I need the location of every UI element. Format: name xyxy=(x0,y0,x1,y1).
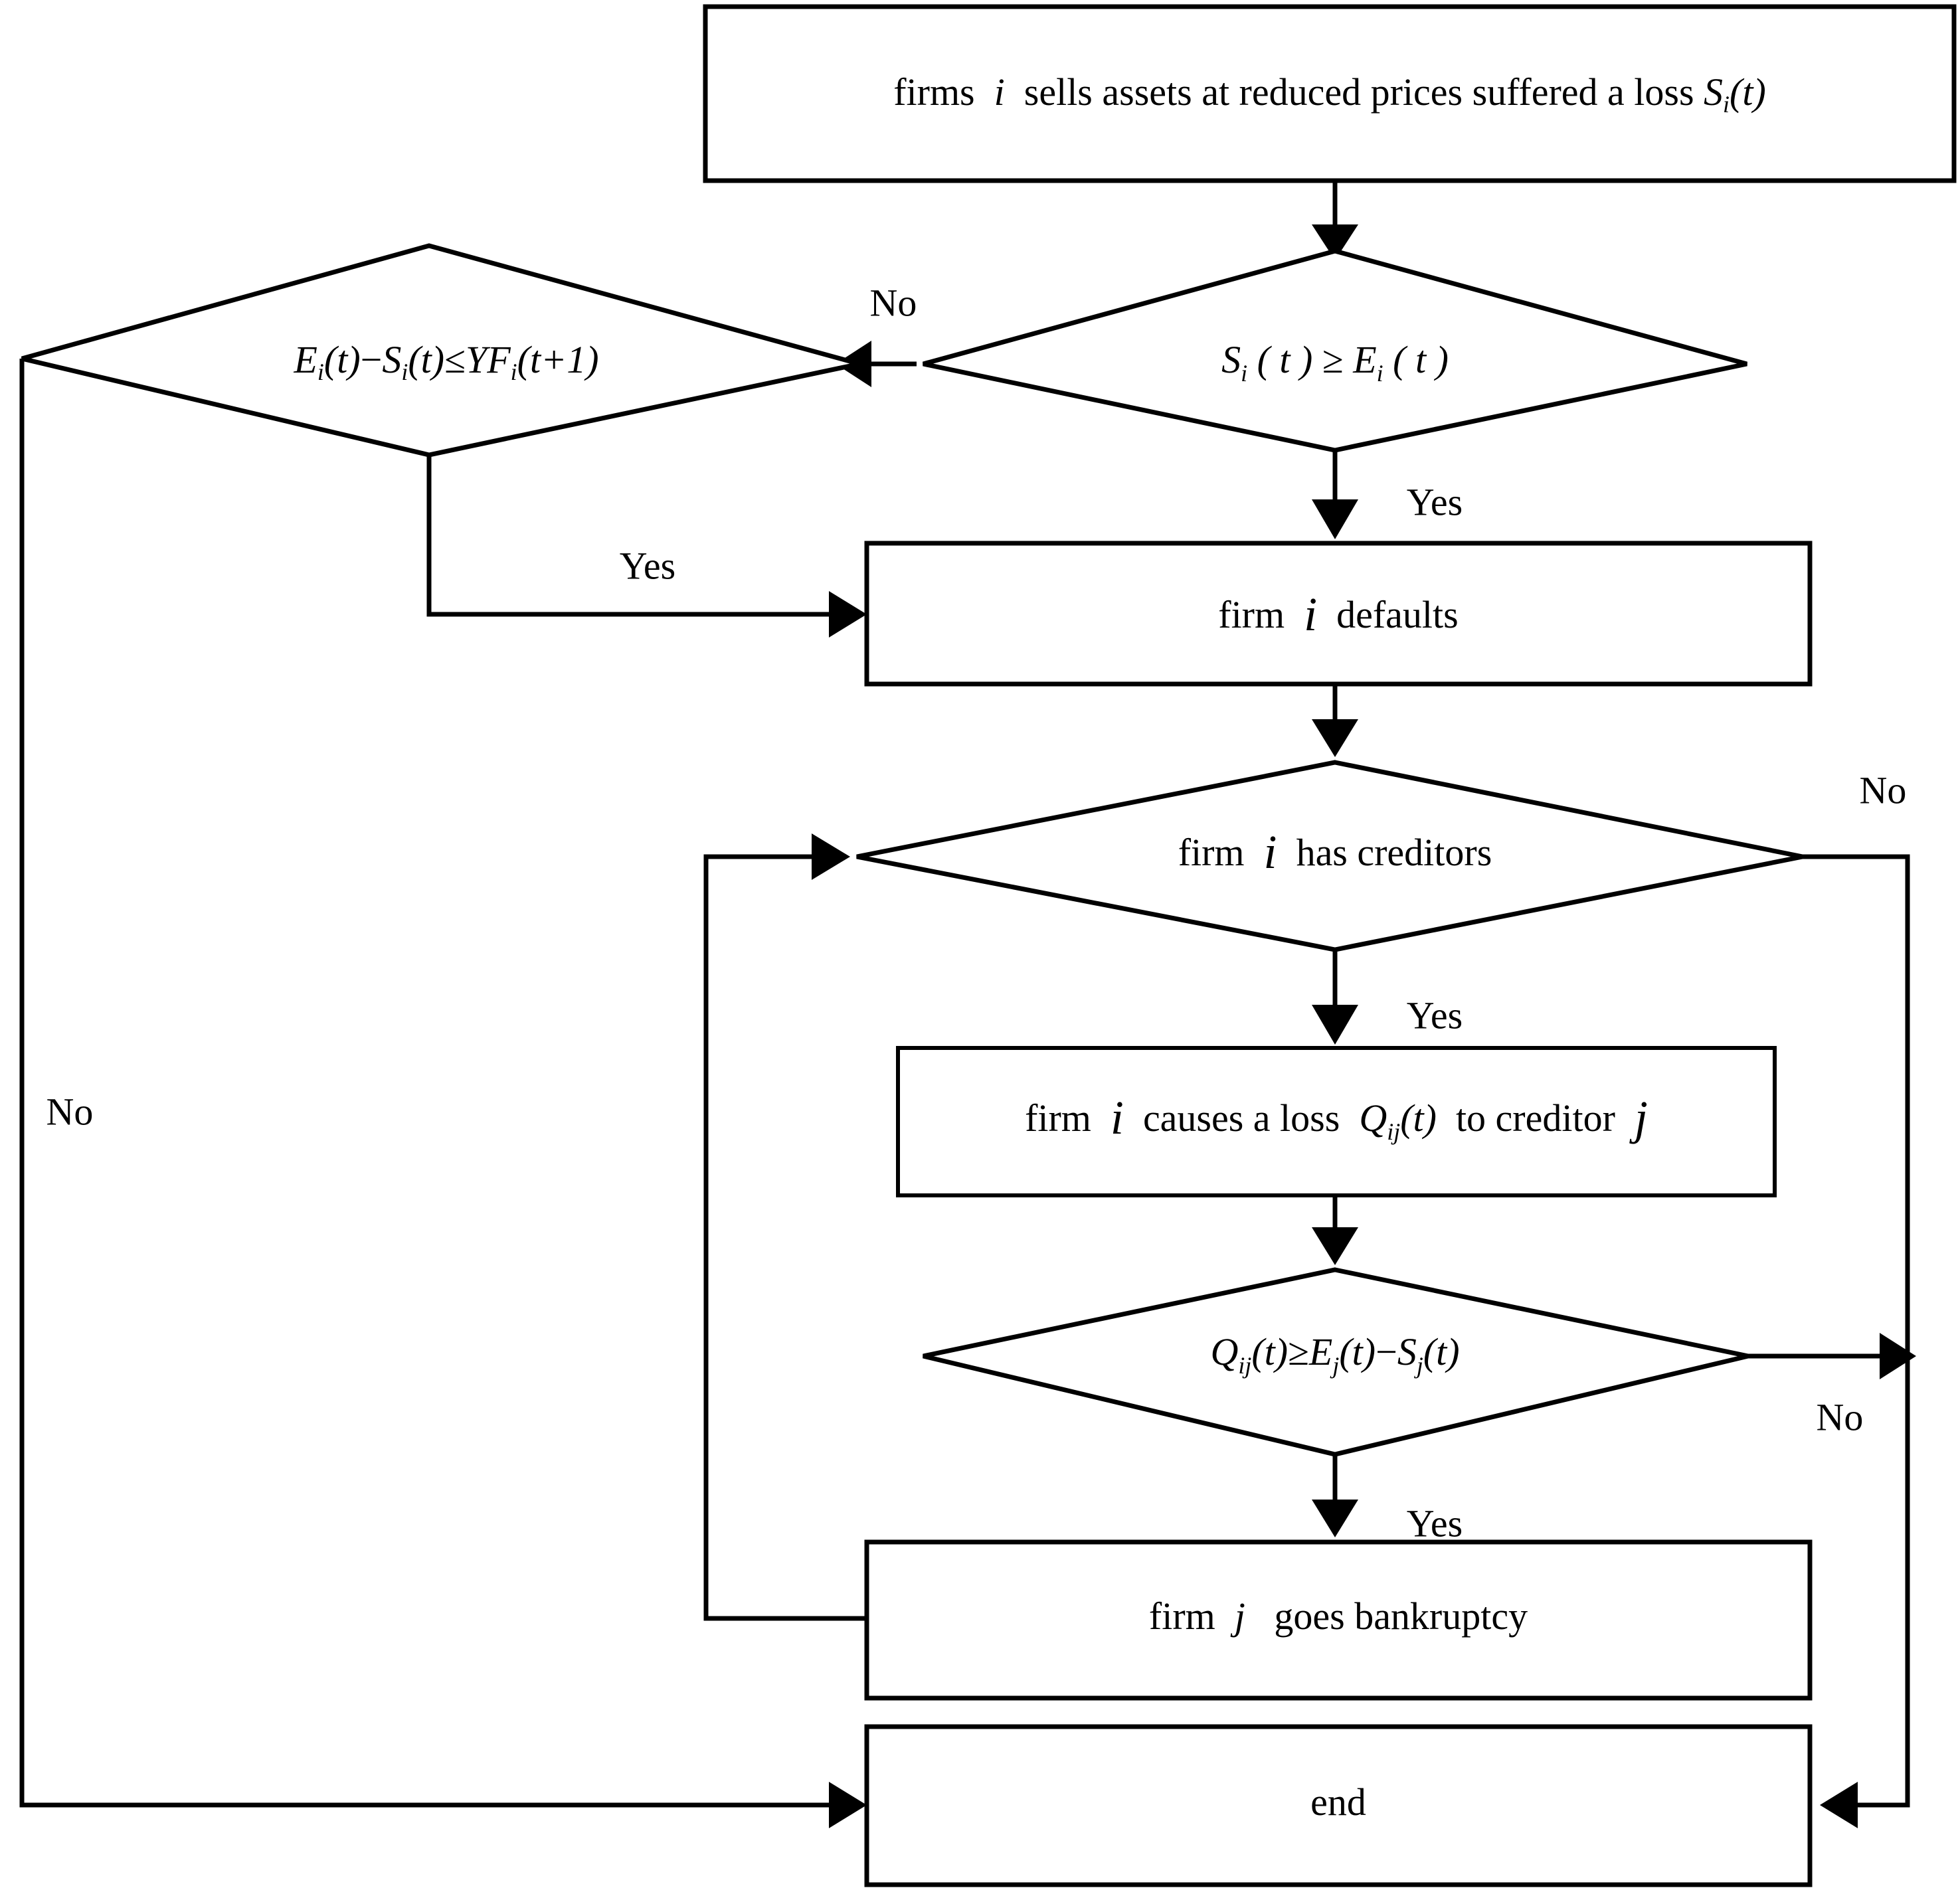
edge-firmjbankrupt-loop-to-hascreditors xyxy=(703,833,867,1621)
edge-equitycheck-yes-to-firmdefaults xyxy=(426,455,867,638)
node-end-label: end xyxy=(1310,1780,1366,1824)
edge-label-has-creditors-yes: Yes xyxy=(1407,993,1463,1037)
edge-label-creditor-check-yes: Yes xyxy=(1407,1502,1463,1545)
node-creditor-check-label: Qij(t)≥Ej(t)−Sj(t) xyxy=(1210,1330,1459,1379)
edge-label-loss-vs-equity-no: No xyxy=(870,281,917,324)
node-loss-vs-equity-label: Si ( t ) ≥ Ei ( t ) xyxy=(1221,338,1449,387)
edge-label-has-creditors-no: No xyxy=(1860,768,1907,812)
node-end[interactable]: end xyxy=(864,1724,1813,1887)
edge-label-equity-check-no: No xyxy=(46,1090,94,1133)
edge-equitycheck-no-to-end xyxy=(19,359,867,1828)
node-firm-j-bankrupt-label: firm j goes bankruptcy xyxy=(1149,1594,1528,1638)
node-equity-check[interactable]: Ei(t)−Si(t)≤YFi(t+1) xyxy=(21,243,860,458)
edge-label-equity-check-yes: Yes xyxy=(620,544,675,587)
node-equity-check-label: Ei(t)−Si(t)≤YFi(t+1) xyxy=(293,338,598,385)
node-sell-assets[interactable]: firms i sells assets at reduced prices s… xyxy=(703,4,1957,183)
edge-hascreditors-yes-to-causesloss xyxy=(1312,950,1358,1045)
node-has-creditors-label: firm i has creditors xyxy=(1178,825,1492,879)
node-creditor-check[interactable]: Qij(t)≥Ej(t)−Sj(t) xyxy=(923,1267,1749,1457)
node-firm-defaults[interactable]: firm i defaults xyxy=(864,541,1813,687)
node-firm-defaults-label: firm i defaults xyxy=(1218,588,1458,641)
edge-creditorcheck-yes-to-firmjbankrupt xyxy=(1312,1454,1358,1537)
edge-firmdefaults-to-hascreditors xyxy=(1312,684,1358,757)
node-sell-assets-label: firms i sells assets at reduced prices s… xyxy=(893,70,1766,118)
edge-causesloss-to-creditorcheck xyxy=(1312,1195,1358,1265)
node-firm-j-bankrupt[interactable]: firm j goes bankruptcy xyxy=(864,1539,1813,1701)
edge-label-creditor-check-no: No xyxy=(1817,1395,1864,1438)
node-causes-loss[interactable]: firm i causes a loss Qij(t) to creditor … xyxy=(896,1046,1777,1197)
edge-creditorcheck-no-to-end xyxy=(1748,1333,1916,1379)
edge-lossvsequity-yes-to-firmdefaults xyxy=(1312,450,1358,539)
edge-sellassets-to-lossvsequity xyxy=(1312,181,1358,260)
edge-hascreditors-no-to-end xyxy=(1803,854,1910,1828)
node-causes-loss-label: firm i causes a loss Qij(t) to creditor … xyxy=(1025,1091,1648,1146)
node-has-creditors[interactable]: firm i has creditors xyxy=(856,760,1803,952)
node-loss-vs-equity[interactable]: Si ( t ) ≥ Ei ( t ) xyxy=(923,248,1747,453)
edge-label-loss-vs-equity-yes: Yes xyxy=(1407,480,1463,523)
